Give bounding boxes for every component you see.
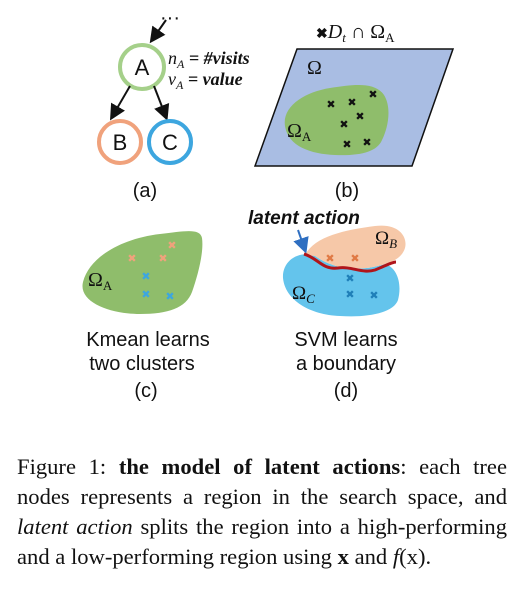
kmean-desc-line1: Kmean learns <box>86 329 209 351</box>
sample-point: ✖ <box>368 89 377 101</box>
omega-a-label: ΩA <box>287 120 312 144</box>
node-c-label: C <box>162 130 178 155</box>
figure-caption: Figure 1: the model of latent actions: e… <box>17 452 507 572</box>
caption-fx-arg: (x) <box>399 544 426 569</box>
sample-point: ✖ <box>369 290 378 302</box>
region-a <box>284 84 389 156</box>
edge-a-b <box>109 85 131 121</box>
svm-desc-line2: a boundary <box>296 353 396 375</box>
sublabel-a: (a) <box>133 180 157 202</box>
sample-point: ✖ <box>345 289 354 301</box>
value-formula: vA = value <box>168 69 243 92</box>
region-b <box>305 225 406 269</box>
orange-points-d: ✖ ✖ <box>325 253 359 265</box>
node-b <box>97 119 143 165</box>
omega-c-label: ΩC <box>292 283 315 306</box>
caption-part2: splits the region into a high-performing… <box>17 514 507 569</box>
sample-point: ✖ <box>342 139 351 151</box>
node-c <box>147 119 193 165</box>
visits-formula: nA = #visits <box>168 48 250 71</box>
svm-desc-line1: SVM learns <box>294 329 397 351</box>
sublabel-b: (b) <box>335 180 359 202</box>
omega-b-label: ΩB <box>375 228 397 251</box>
sample-point: ✖ <box>167 240 176 252</box>
sample-points: ✖ ✖ ✖ ✖ ✖ ✖ ✖ <box>326 89 377 151</box>
latent-action-label: latent action <box>248 208 360 229</box>
sample-point: ✖ <box>127 253 136 265</box>
node-b-label: B <box>113 130 128 155</box>
svm-boundary <box>303 252 397 273</box>
sublabel-d: (d) <box>334 380 358 402</box>
sublabel-c: (c) <box>134 380 157 402</box>
sample-point: ✖ <box>158 253 167 265</box>
blue-points-d: ✖ ✖ ✖ <box>345 273 378 302</box>
sample-point: ✖ <box>141 271 150 283</box>
sample-point: ✖ <box>355 111 364 123</box>
parent-edge <box>149 19 167 44</box>
sample-point: ✖ <box>362 137 371 149</box>
kmean-desc-line2: two clusters <box>89 353 195 375</box>
figure-diagram: ··· A B C nA = #visits vA = value (a) ✖D… <box>82 7 455 402</box>
caption-bold: the model of latent actions <box>118 454 401 479</box>
panel-b: ✖Dt ∩ ΩA Ω ΩA ✖ ✖ ✖ ✖ ✖ ✖ ✖ (b) <box>253 21 455 202</box>
panel-c: ΩA ✖ ✖ ✖ ✖ ✖ ✖ Kmean learns two clusters… <box>82 231 210 402</box>
sample-point: ✖ <box>325 253 334 265</box>
caption-end: . <box>425 544 432 569</box>
omega-a-label-c: ΩA <box>88 269 113 293</box>
edge-a-c <box>153 85 170 121</box>
sample-point: ✖ <box>347 97 356 109</box>
sample-point: ✖ <box>350 253 359 265</box>
caption-italic: latent action <box>17 514 133 539</box>
caption-f: f <box>392 544 400 569</box>
sample-point: ✖ <box>326 99 335 111</box>
caption-and: and <box>348 544 393 569</box>
node-a-label: A <box>135 55 150 80</box>
sample-point: ✖ <box>141 289 150 301</box>
panel-a: ··· A B C nA = #visits vA = value (a) <box>97 7 250 202</box>
panel-d: latent action ΩB ΩC ✖ ✖ ✖ ✖ ✖ SVM learns… <box>248 208 406 402</box>
sample-point: ✖ <box>165 291 174 303</box>
ellipsis: ··· <box>160 7 180 29</box>
blue-cluster: ✖ ✖ ✖ <box>141 271 174 303</box>
node-a <box>118 43 166 91</box>
dataset-intersection: ✖Dt ∩ ΩA <box>316 21 395 45</box>
sample-point: ✖ <box>339 119 348 131</box>
omega-label: Ω <box>307 57 322 79</box>
caption-part1: : each tree nodes represents a region in… <box>17 454 507 509</box>
latent-action-arrow <box>293 229 309 254</box>
caption-x: x <box>337 544 349 569</box>
region-a-clusters <box>82 231 203 314</box>
orange-cluster: ✖ ✖ ✖ <box>127 240 176 265</box>
caption-prefix: Figure 1: <box>17 454 119 479</box>
sample-point: ✖ <box>345 273 354 285</box>
